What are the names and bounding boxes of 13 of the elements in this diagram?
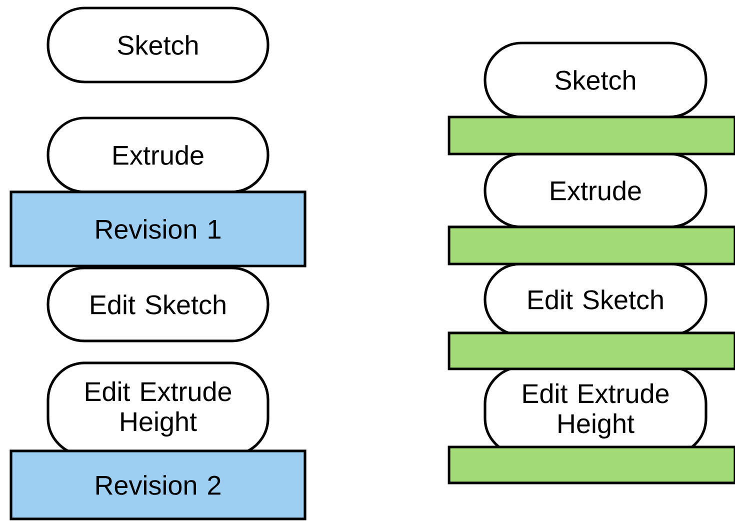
step-pill: Sketch [46,6,270,84]
step-pill: Edit Sketch [46,266,270,342]
revision-box: Revision 1 [10,190,306,268]
step-pill: Sketch [484,42,708,118]
step-pill: Extrude [484,152,708,228]
step-pill: Edit Extrude Height [46,362,270,456]
revision-bar [448,116,735,156]
revision-bar [448,226,735,266]
revision-bar [448,446,735,484]
revision-bar [448,332,735,370]
step-pill: Extrude [46,116,270,194]
revision-box: Revision 2 [10,450,306,520]
step-pill: Edit Sketch [484,262,708,336]
